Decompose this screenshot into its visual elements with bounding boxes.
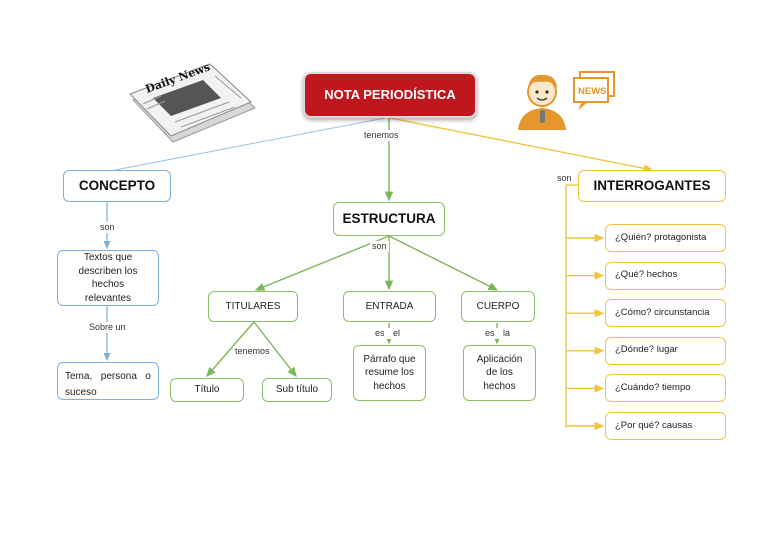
question-item: ¿Quién? protagonista	[605, 224, 726, 252]
link-estructura-titulares	[254, 235, 390, 291]
label-sobre-un: Sobre un	[87, 322, 128, 333]
label-son-interrogantes: son	[555, 173, 574, 184]
question-item: ¿Dónde? lugar	[605, 336, 726, 365]
concepto-node: CONCEPTO	[63, 170, 171, 202]
link-title-interrogantes	[389, 117, 654, 173]
label-es-la: es la	[483, 328, 513, 339]
label-es-el: es el	[373, 328, 403, 339]
label-tenemos-main: tenemos	[362, 130, 401, 141]
titulo-node: Título	[170, 378, 244, 402]
question-item: ¿Cuándo? tiempo	[605, 374, 726, 403]
entrada-node: ENTRADA	[343, 291, 436, 322]
concepto-definition: Textos que describen los hechos relevant…	[57, 250, 159, 306]
estructura-node: ESTRUCTURA	[333, 202, 445, 236]
label-son-concepto: son	[98, 222, 117, 233]
news-badge: NEWS	[578, 86, 607, 97]
link-titulares-subtitulo	[253, 321, 297, 378]
question-item: ¿Qué? hechos	[605, 261, 726, 290]
title-node: NOTA PERIODÍSTICA	[303, 72, 477, 118]
titulares-node: TITULARES	[208, 291, 298, 322]
question-item: ¿Cómo? circunstancia	[605, 299, 726, 328]
question-branches	[566, 233, 605, 431]
entrada-definition: Párrafo que resume los hechos	[353, 345, 426, 401]
interrogantes-node: INTERROGANTES	[578, 170, 726, 202]
link-title-concepto	[114, 117, 386, 171]
cuerpo-definition: Aplicación de los hechos	[463, 345, 536, 401]
label-tenemos-titulares: tenemos	[233, 346, 272, 357]
newspaper-icon: Daily News	[129, 60, 256, 143]
concepto-tema: Tema, persona o suceso	[57, 362, 159, 400]
subtitulo-node: Sub título	[262, 378, 332, 402]
label-son-estructura: son	[370, 241, 389, 252]
link-titulares-titulo	[206, 321, 255, 378]
question-item: ¿Por qué? causas	[605, 412, 726, 440]
link-estructura-cuerpo	[388, 235, 499, 291]
reporter-icon: NEWS	[518, 71, 615, 130]
cuerpo-node: CUERPO	[461, 291, 535, 322]
